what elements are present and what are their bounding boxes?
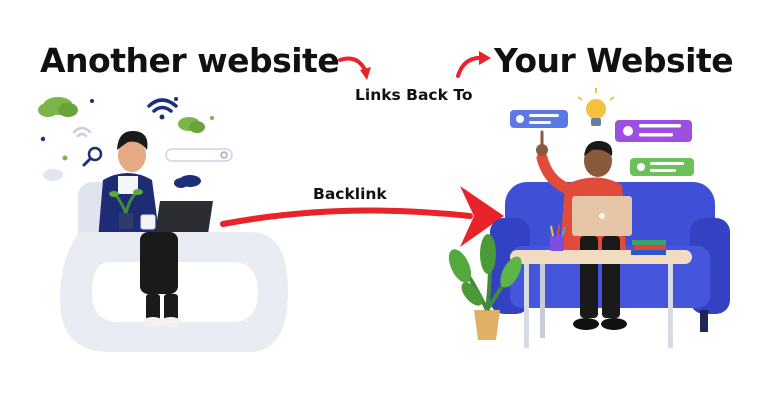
- sofa-leg: [700, 310, 708, 332]
- heading-your-website: Your Website: [494, 41, 734, 80]
- user-card-icon: [615, 120, 692, 142]
- shoe: [601, 318, 627, 330]
- table-leg: [668, 264, 673, 348]
- right-scene-decor: [510, 88, 694, 176]
- search-bar-icon: [165, 148, 233, 162]
- dot: [40, 136, 46, 142]
- pencil-cup-icon: [550, 224, 566, 251]
- cloud-icon: [174, 175, 201, 188]
- shoe: [143, 317, 163, 327]
- label-backlink: Backlink: [313, 185, 387, 203]
- user-card-icon: [630, 158, 694, 176]
- person-leg: [146, 294, 160, 320]
- dot: [90, 99, 94, 103]
- table-leg: [524, 264, 529, 348]
- person-leg: [580, 236, 598, 318]
- label-links-back-to: Links Back To: [355, 86, 473, 104]
- wifi-icon: [72, 126, 92, 138]
- wifi-icon: [147, 98, 178, 120]
- left-person-desk: [60, 130, 288, 352]
- magnifier-icon: [82, 146, 103, 167]
- shoe: [573, 318, 599, 330]
- dot: [210, 116, 214, 120]
- person-hair: [117, 130, 148, 150]
- books-icon: [631, 240, 666, 255]
- dot: [174, 97, 178, 101]
- person-head: [584, 145, 612, 177]
- cloud-icon: [38, 97, 78, 117]
- arrow-icon: [220, 186, 504, 247]
- shoe: [161, 317, 181, 327]
- right-person-sofa: [448, 130, 730, 348]
- small-arrow-right: [456, 51, 491, 78]
- mug-icon: [140, 214, 156, 230]
- table-leg: [540, 264, 545, 338]
- person-hand: [536, 144, 548, 156]
- heading-another-website: Another website: [40, 41, 340, 80]
- person-hair: [584, 140, 613, 156]
- laptop-icon: [155, 201, 213, 234]
- plant-icon: [109, 188, 143, 229]
- person-leg: [602, 236, 620, 318]
- left-scene-decor: [38, 97, 233, 188]
- shirt-collar: [118, 176, 138, 194]
- cloud-icon: [178, 117, 205, 133]
- person-leg: [164, 294, 178, 320]
- dot: [62, 155, 68, 161]
- person-arm-raised: [536, 152, 572, 194]
- lightbulb-icon: [577, 88, 615, 126]
- plant-icon: [448, 234, 522, 340]
- cloud-icon: [43, 169, 63, 181]
- person-legs: [140, 232, 178, 294]
- small-arrow-left: [338, 56, 371, 80]
- user-card-icon: [510, 110, 568, 128]
- laptop-logo: [599, 213, 605, 219]
- person-head: [118, 138, 146, 172]
